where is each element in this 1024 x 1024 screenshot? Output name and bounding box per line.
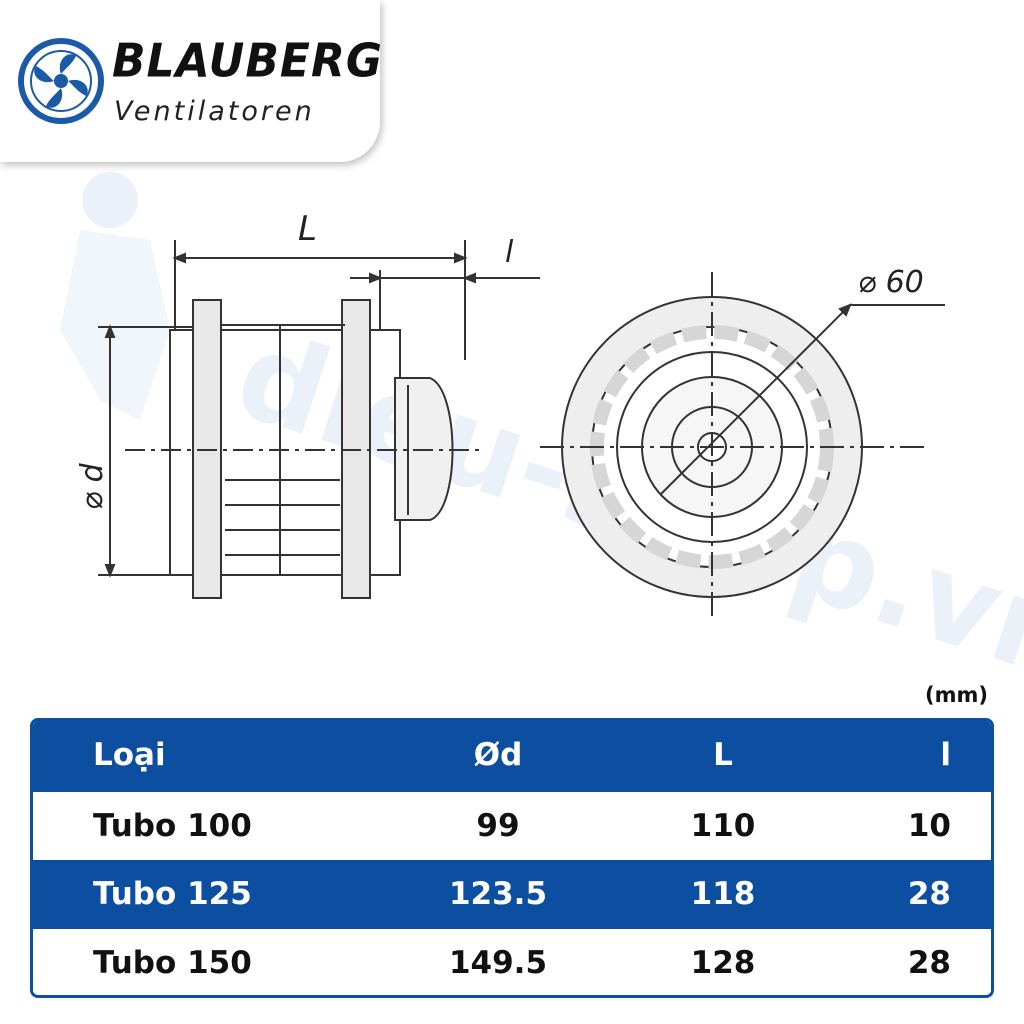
fan-logo-icon [18,38,104,124]
table-row: Tubo 100 99 110 10 [33,789,991,860]
logo-card: BLAUBERG Ventilatoren [0,0,383,162]
header-l: l [940,737,951,774]
cell-l: 10 [907,807,951,844]
header-length: L [713,737,733,774]
brand-subtitle: Ventilatoren [114,96,315,127]
cell-type: Tubo 100 [93,807,252,844]
spec-table: Loại Ød L l Tubo 100 99 110 10 Tubo 125 … [30,718,994,998]
table-row: Tubo 150 149.5 128 28 [33,928,991,995]
cell-length: 128 [690,944,756,981]
cell-l: 28 [907,944,951,981]
label-L: L [298,209,317,249]
technical-drawing: dieu-shop.vn L l ⌀ d [60,172,1024,680]
cell-diameter: 99 [476,807,520,844]
cell-diameter: 149.5 [448,944,548,981]
table-row: Tubo 125 123.5 118 28 [33,860,991,929]
cell-length: 110 [690,807,756,844]
label-60: ⌀ 60 [858,265,924,300]
label-d: ⌀ d [75,462,110,510]
cell-diameter: 123.5 [448,876,548,913]
side-view [98,240,540,599]
header-type: Loại [93,737,166,774]
cell-l: 28 [907,876,951,913]
front-view [540,272,945,622]
cell-type: Tubo 150 [93,944,252,981]
cell-type: Tubo 125 [93,876,252,913]
unit-label: (mm) [925,683,988,707]
cell-length: 118 [690,876,756,913]
label-l: l [505,235,514,270]
brand-name: BLAUBERG [112,34,383,89]
table-header-row: Loại Ød L l [33,721,991,790]
header-diameter: Ød [473,737,523,774]
